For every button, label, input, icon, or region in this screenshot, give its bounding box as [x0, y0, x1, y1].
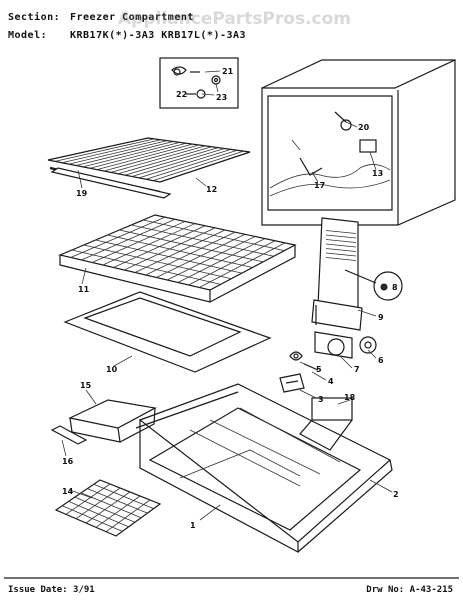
- model-value: KRB17K(*)-3A3 KRB17L(*)-3A3: [70, 30, 247, 41]
- section-label: Section:: [8, 12, 61, 23]
- callout-21: 21: [222, 67, 234, 76]
- callout-7: 7: [354, 365, 360, 374]
- callout-4: 4: [328, 377, 334, 386]
- callout-19: 19: [76, 189, 88, 198]
- freezer-cabinet: [261, 59, 456, 226]
- callout-20: 20: [358, 123, 370, 132]
- callout-14: 14: [62, 487, 74, 496]
- section-header: Section: Freezer Compartment: [8, 12, 194, 23]
- callout-numbers: 1 2 3 4 5 6 7 8 9 10 11 12 13 14 15 16 1…: [62, 67, 399, 530]
- callout-3: 3: [318, 395, 324, 404]
- callout-2: 2: [393, 490, 399, 499]
- liner-panel-10: [63, 291, 272, 373]
- shelf-trim-19: [50, 167, 172, 199]
- callout-11: 11: [78, 285, 90, 294]
- shelf-11: [58, 214, 297, 303]
- callout-9: 9: [378, 313, 384, 322]
- handle-16: [50, 425, 88, 445]
- callout-13: 13: [372, 169, 383, 178]
- callout-1: 1: [190, 521, 196, 530]
- callout-16: 16: [62, 457, 74, 466]
- leader-lines: [61, 70, 393, 521]
- callout-8: 8: [392, 283, 398, 292]
- callout-6: 6: [378, 356, 384, 365]
- callout-17: 17: [314, 181, 325, 190]
- callout-22: 22: [176, 90, 187, 99]
- callout-10: 10: [106, 365, 118, 374]
- callout-23: 23: [216, 93, 227, 102]
- callout-15: 15: [80, 381, 92, 390]
- wire-shelf-12: [47, 137, 251, 194]
- model-header: Model: KRB17K(*)-3A3 KRB17L(*)-3A3: [8, 30, 246, 41]
- freezer-floor-1: [135, 383, 393, 553]
- issue-date: Issue Date: 3/91: [8, 585, 95, 595]
- air-duct-9: [311, 217, 403, 331]
- section-value: Freezer Compartment: [70, 12, 194, 23]
- inset-detail: [159, 57, 239, 109]
- fan-assembly: [279, 331, 377, 393]
- drawing-number: Drw No: A-43-215: [366, 585, 453, 595]
- model-label: Model:: [8, 30, 48, 41]
- watermark: AppliancePartsPros.com: [118, 9, 352, 29]
- callout-18: 18: [344, 393, 356, 402]
- callout-5: 5: [316, 365, 322, 374]
- callout-12: 12: [206, 185, 217, 194]
- ice-bucket-15: [68, 399, 157, 443]
